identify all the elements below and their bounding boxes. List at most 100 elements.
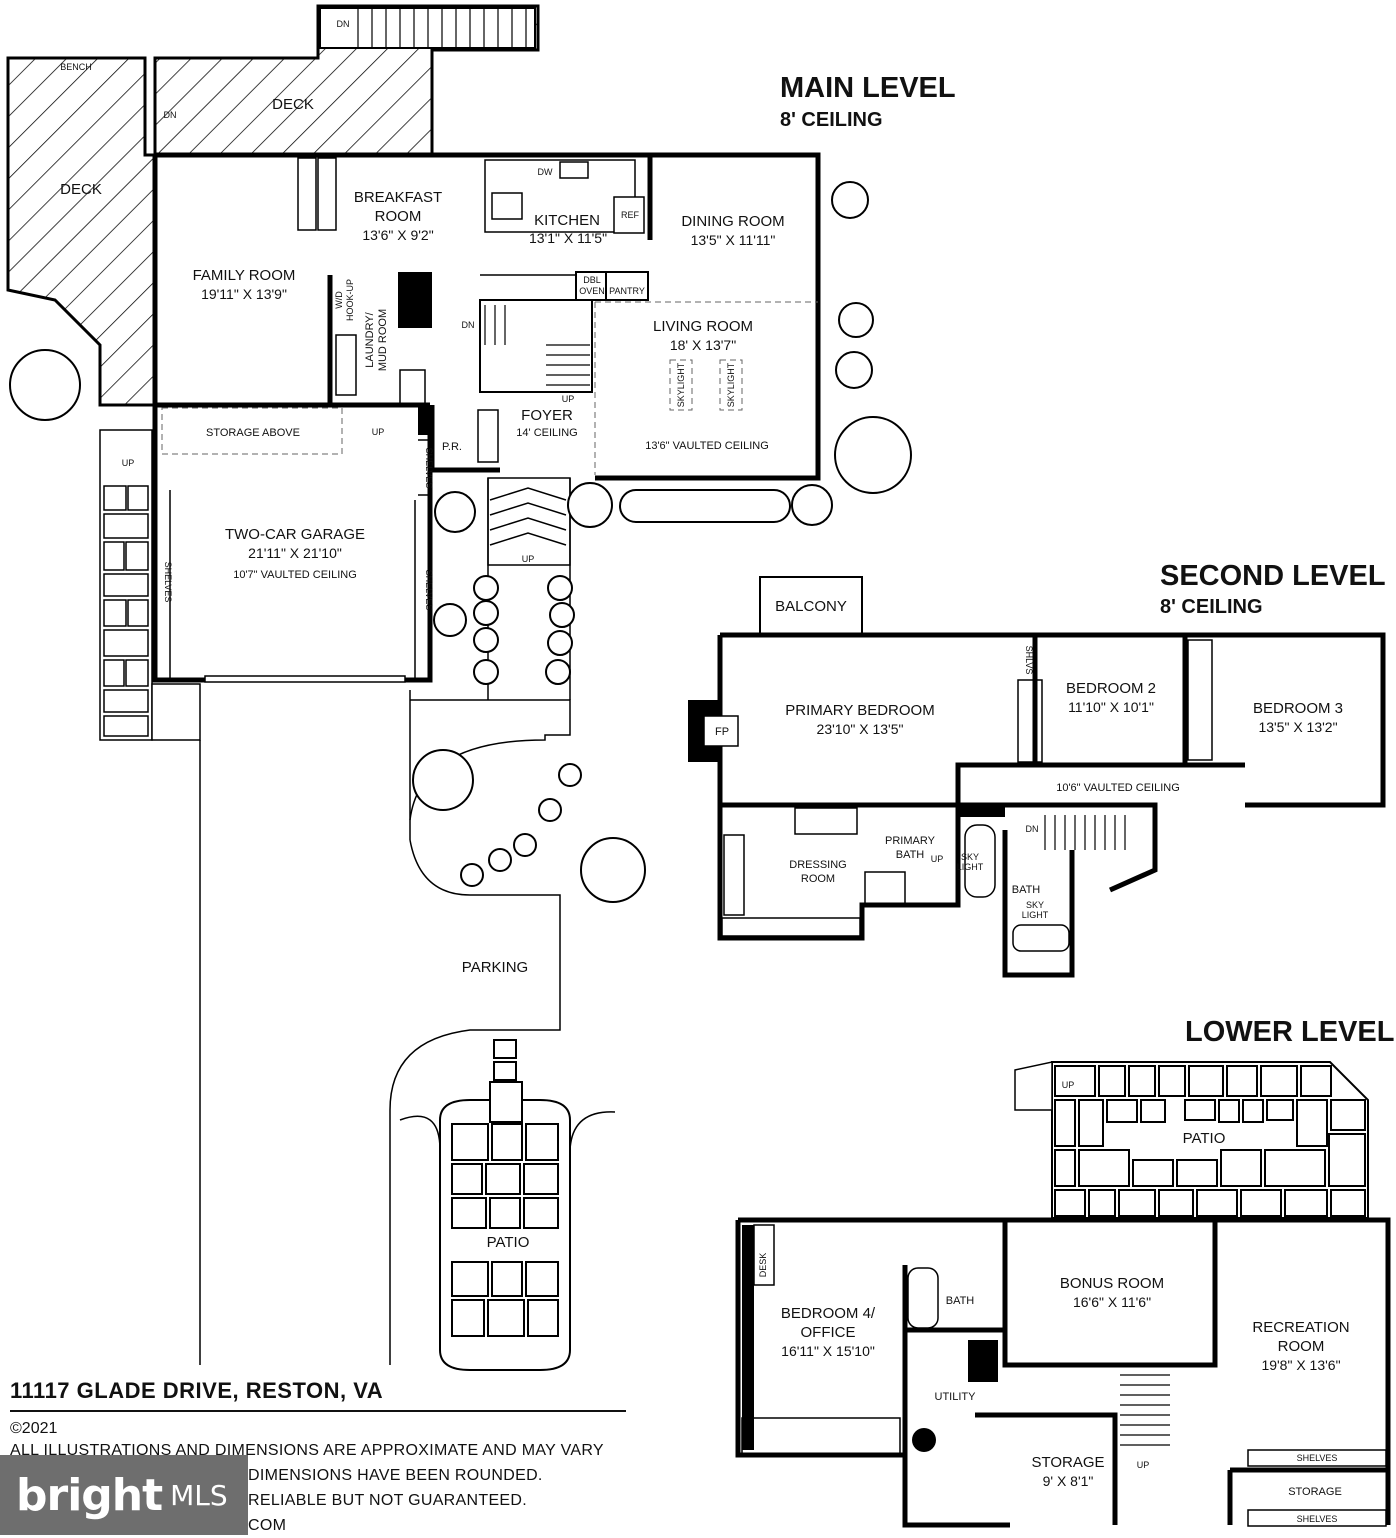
primary-bath-label-2: BATH xyxy=(896,849,925,861)
wd-label-1: W/D xyxy=(334,291,344,309)
skylight-label-1: SKYLIGHT xyxy=(676,362,686,407)
bonus-room-dim: 16'6" X 11'6" xyxy=(1073,1294,1151,1310)
balcony xyxy=(759,576,863,636)
bedroom-2-dim: 11'10" X 10'1" xyxy=(1068,699,1154,715)
primary-bath-up: UP xyxy=(931,854,944,864)
living-ceiling: 13'6" VAULTED CEILING xyxy=(645,440,769,452)
main-level-title: MAIN LEVEL xyxy=(780,72,956,104)
bright-mls-watermark: bright MLS xyxy=(0,1455,248,1535)
bedroom-3-label: BEDROOM 3 xyxy=(1253,700,1343,717)
bedroom-4-dim: 16'11" X 15'10" xyxy=(781,1343,875,1359)
bedroom-4-label-1: BEDROOM 4/ xyxy=(781,1305,876,1322)
wd-label-2: HOOK-UP xyxy=(345,279,355,321)
lower-bath-label: BATH xyxy=(946,1295,975,1307)
stair-dn-label: DN xyxy=(462,320,475,330)
shlvs-label: SHLVS xyxy=(1024,646,1034,675)
recreation-dim: 19'8" X 13'6" xyxy=(1261,1357,1340,1373)
primary-bedroom-label: PRIMARY BEDROOM xyxy=(785,702,934,719)
bath-label: BATH xyxy=(1012,884,1041,896)
front-up-label: UP xyxy=(522,554,535,564)
breakfast-dim: 13'6" X 9'2" xyxy=(362,227,433,243)
skylight-2a-label-2: LIGHT xyxy=(957,862,984,872)
hall-ceiling: 10'6" VAULTED CEILING xyxy=(1056,782,1180,794)
laundry-label-1: LAUNDRY/ xyxy=(364,311,376,367)
dbl-oven-label-1: DBL xyxy=(583,275,601,285)
property-address: 11117 GLADE DRIVE, RESTON, VA xyxy=(10,1378,384,1403)
second-level: SECOND LEVEL 8' CEILING BALCONY PRIMARY … xyxy=(688,560,1386,978)
disclaimer-line-2: DIMENSIONS HAVE BEEN ROUNDED. xyxy=(248,1467,543,1484)
watermark-sub: MLS xyxy=(170,1478,228,1512)
bench-label: BENCH xyxy=(60,62,92,72)
shelves-label-1: SHELVES xyxy=(424,448,434,489)
living-dim: 18' X 13'7" xyxy=(670,337,736,353)
laundry-label-2: MUD ROOM xyxy=(377,309,389,371)
pantry-label: PANTRY xyxy=(609,286,645,296)
bedroom-3-dim: 13'5" X 13'2" xyxy=(1258,719,1337,735)
front-patio-label: PATIO xyxy=(487,1234,530,1251)
primary-bedroom-dim: 23'10" X 13'5" xyxy=(817,721,904,737)
lower-patio xyxy=(1051,1061,1369,1219)
garage-label: TWO-CAR GARAGE xyxy=(225,526,365,543)
storage-above-label: STORAGE ABOVE xyxy=(206,427,300,439)
foyer-ceiling: 14' CEILING xyxy=(516,427,577,439)
chimney xyxy=(398,272,432,328)
deck-dn-label: DN xyxy=(164,110,177,120)
storage-label: STORAGE xyxy=(1031,1454,1104,1471)
dishwasher-label: DW xyxy=(538,167,553,177)
deck-stairs xyxy=(357,8,527,48)
watermark-brand: bright xyxy=(16,1469,163,1521)
laundry-up-label: UP xyxy=(372,427,385,437)
landscape-shrubs xyxy=(9,181,912,903)
lower-shelves-label-1: SHELVES xyxy=(1297,1453,1338,1463)
main-exterior-wall xyxy=(155,152,821,481)
bonus-room-label: BONUS ROOM xyxy=(1060,1275,1164,1292)
deck-left xyxy=(6,56,157,407)
family-dim: 19'11" X 13'9" xyxy=(201,286,287,302)
utility-equipment xyxy=(968,1340,998,1382)
skylight-2a-label-1: SKY xyxy=(961,852,979,862)
fireplace-label: FP xyxy=(715,726,729,738)
dining-dim: 13'5" X 11'11" xyxy=(691,232,776,248)
primary-bath-label-1: PRIMARY xyxy=(885,835,936,847)
recreation-label-1: RECREATION xyxy=(1252,1319,1349,1336)
ref-label: REF xyxy=(621,210,640,220)
shelves-label-2: SHELVES xyxy=(163,562,173,603)
lower-up-label: UP xyxy=(1062,1080,1075,1090)
dressing-label-2: ROOM xyxy=(801,873,835,885)
dbl-oven-label-2: OVEN xyxy=(579,286,605,296)
garage-ceiling: 10'7" VAULTED CEILING xyxy=(233,569,357,581)
recreation-label-2: ROOM xyxy=(1278,1338,1325,1355)
desk-label: DESK xyxy=(758,1253,768,1278)
kitchen-label: KITCHEN xyxy=(534,212,600,229)
lower-storage-2-label: STORAGE xyxy=(1288,1486,1342,1498)
disclaimer-line-4: COM xyxy=(248,1517,287,1534)
kitchen-dim: 13'1" X 11'5" xyxy=(529,230,607,246)
utility-tank xyxy=(912,1428,936,1452)
dressing-label-1: DRESSING xyxy=(789,859,846,871)
main-level-ceiling: 8' CEILING xyxy=(780,109,883,131)
second-level-ceiling: 8' CEILING xyxy=(1160,596,1263,618)
lower-level: LOWER LEVEL xyxy=(735,1016,1394,1528)
lower-shelves-label-2: SHELVES xyxy=(1297,1514,1338,1524)
lower-stair-up: UP xyxy=(1137,1460,1150,1470)
deck-stair-dn: DN xyxy=(337,19,350,29)
skylight-2b-label-2: LIGHT xyxy=(1022,910,1049,920)
skylight-2b-label-1: SKY xyxy=(1026,900,1044,910)
storage-dim: 9' X 8'1" xyxy=(1043,1473,1094,1489)
deck-top-label: DECK xyxy=(272,96,314,113)
bedroom-2-label: BEDROOM 2 xyxy=(1066,680,1156,697)
side-up-label: UP xyxy=(122,458,135,468)
deck-left-label: DECK xyxy=(60,181,102,198)
utility-label: UTILITY xyxy=(935,1391,977,1403)
lower-patio-label: PATIO xyxy=(1183,1130,1226,1147)
parking-label: PARKING xyxy=(462,959,528,976)
family-label: FAMILY ROOM xyxy=(193,267,296,284)
powder-room-label: P.R. xyxy=(442,441,462,453)
stair-up-label: UP xyxy=(562,394,575,404)
footer-rule xyxy=(10,1410,626,1412)
stone-walkway xyxy=(99,429,201,741)
lower-level-title: LOWER LEVEL xyxy=(1185,1016,1394,1048)
breakfast-label-1: BREAKFAST xyxy=(354,189,442,206)
balcony-label: BALCONY xyxy=(775,598,847,615)
